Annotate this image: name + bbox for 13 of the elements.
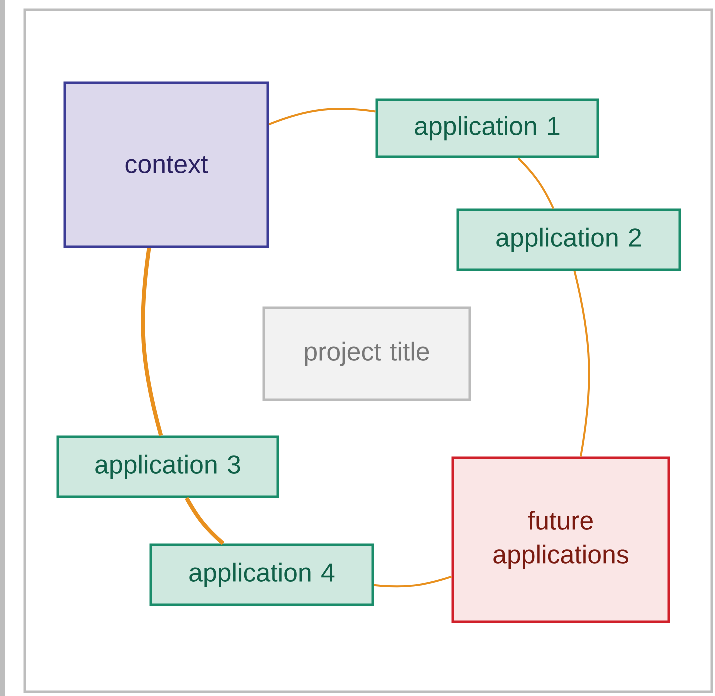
application-box: application 4: [150, 544, 374, 606]
application-box: application 1: [376, 98, 600, 158]
application-box: application 2: [456, 208, 682, 272]
connector-line: [374, 576, 452, 588]
connector-line: [574, 271, 590, 457]
text-box: context: [64, 82, 270, 248]
connector-line: [518, 158, 555, 210]
connector-line: [268, 108, 376, 126]
title-box: project title: [262, 306, 472, 402]
application-box: application 3: [56, 436, 280, 498]
connector-line: [185, 497, 225, 546]
connector-line: [141, 248, 164, 436]
text-box: future applications: [452, 456, 670, 624]
